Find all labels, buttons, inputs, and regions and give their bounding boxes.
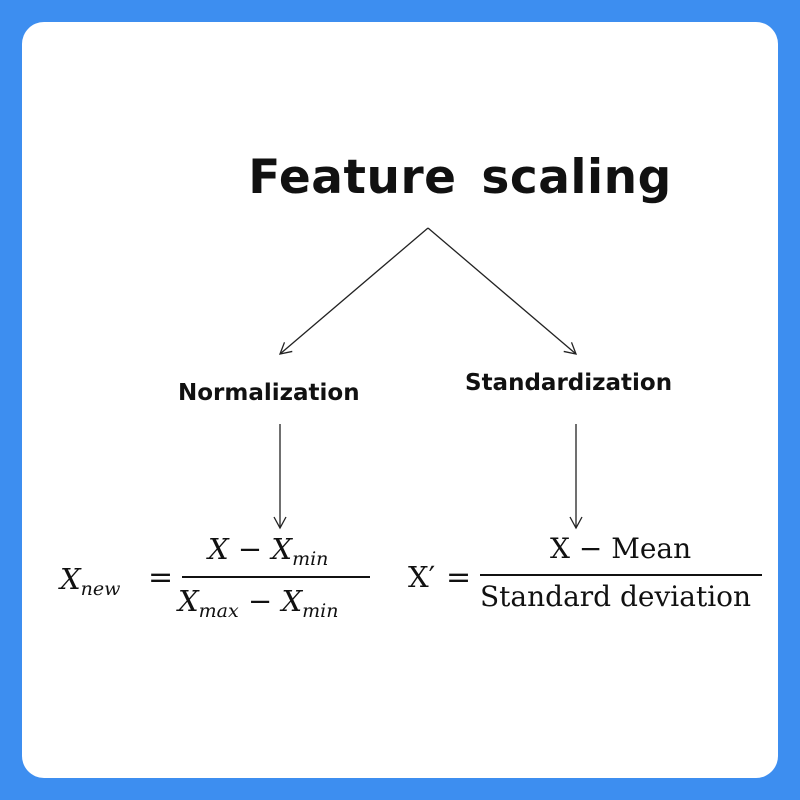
- diagram-card: [22, 22, 778, 778]
- diagram-title: Feature scaling: [248, 150, 672, 205]
- minus-sign: −: [237, 532, 263, 566]
- arrow-to-normalization: [278, 227, 429, 355]
- equals-sign: =: [446, 560, 472, 595]
- arrow-to-standardization: [427, 227, 578, 355]
- formula-variable: X: [281, 584, 303, 618]
- formula-lhs: Xnew: [60, 562, 120, 600]
- equals-sign: =: [148, 560, 174, 595]
- formula-numerator: X − Xmin: [208, 532, 328, 570]
- branch-label-normalization: Normalization: [178, 380, 360, 406]
- fraction-bar: [480, 574, 762, 576]
- formula-variable: X: [271, 532, 293, 566]
- branch-label-standardization: Standardization: [465, 370, 673, 396]
- formula-denominator: Standard deviation: [480, 580, 752, 613]
- formula-variable: X: [178, 584, 199, 618]
- formula-subscript: new: [80, 578, 121, 600]
- formula-denominator: Xmax − Xmin: [178, 584, 338, 622]
- fraction-bar: [182, 576, 370, 578]
- normalization-formula: Xnew = X − Xmin Xmax − Xmin: [60, 530, 380, 630]
- formula-variable: X: [208, 532, 229, 566]
- formula-variable: X: [60, 562, 81, 596]
- formula-numerator: X − Mean: [550, 532, 692, 565]
- formula-subscript: min: [302, 600, 339, 622]
- formula-subscript: min: [292, 548, 329, 570]
- formula-subscript: max: [198, 600, 239, 622]
- minus-sign: −: [247, 584, 273, 618]
- standardization-formula: X′ = X − Mean Standard deviation: [408, 530, 768, 630]
- formula-lhs: X′: [408, 560, 436, 594]
